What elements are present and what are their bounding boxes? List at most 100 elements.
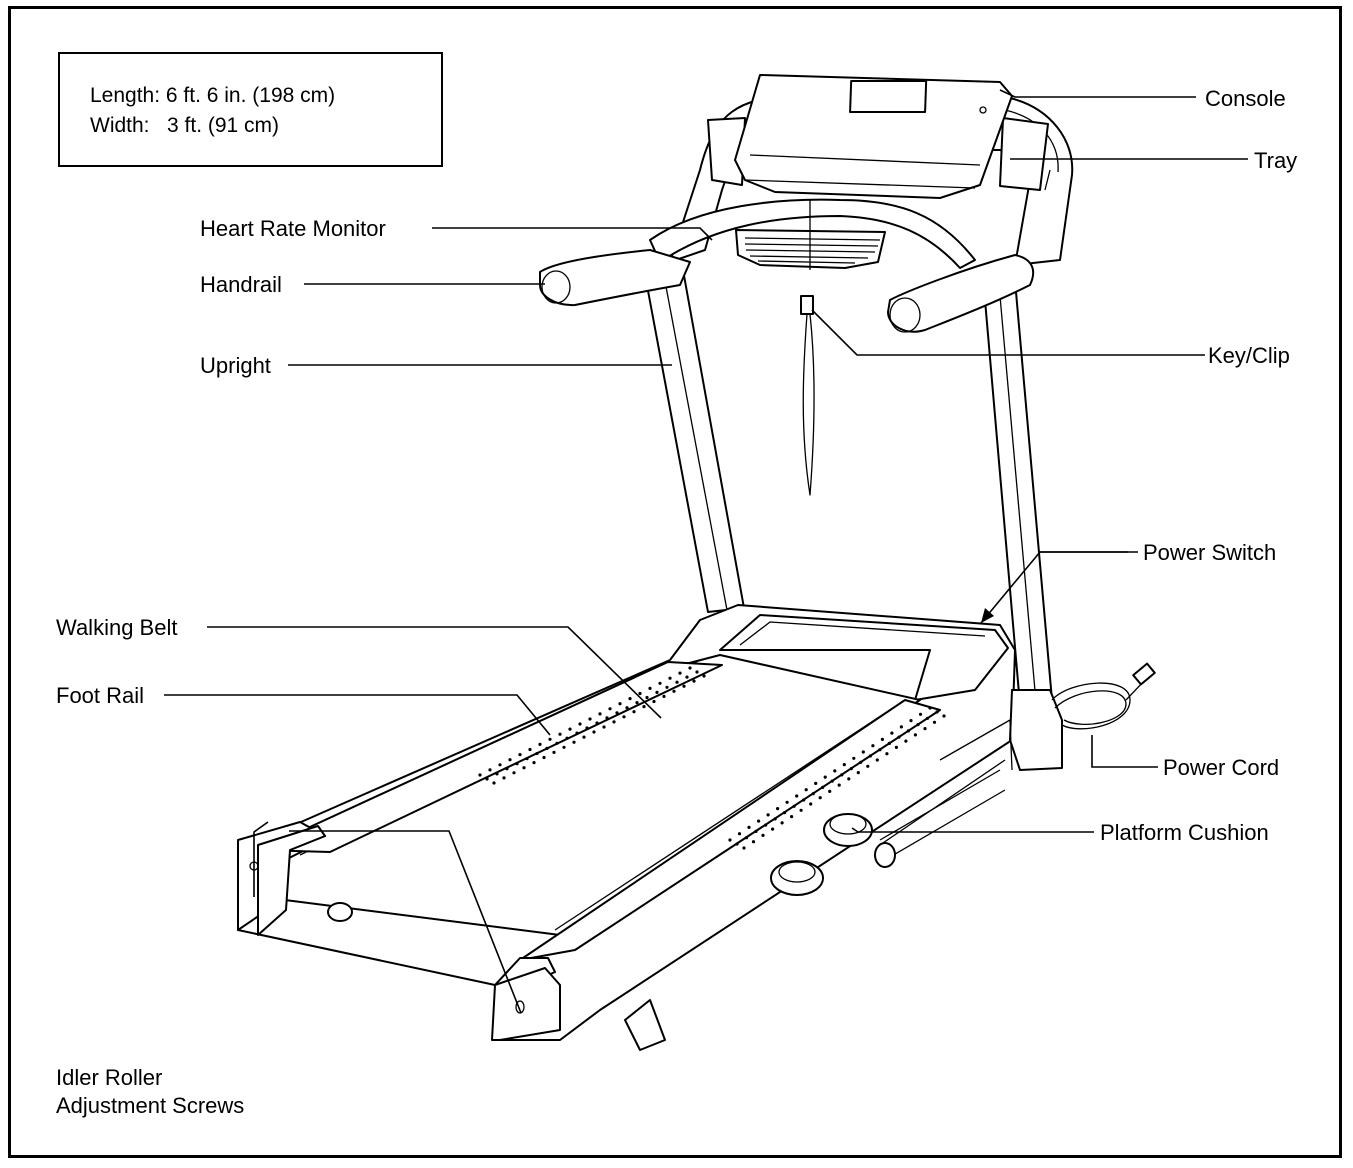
perforation-dot (518, 753, 522, 757)
perforation-dot (595, 721, 599, 725)
perforation-dot (871, 744, 875, 748)
perforation-dot (662, 694, 666, 699)
perforation-dot (809, 802, 813, 806)
perforation-dot (602, 725, 606, 729)
perforation-dot (899, 725, 904, 729)
perforation-dot (849, 767, 853, 771)
undercarriage (874, 689, 1063, 868)
perforation-dot (492, 781, 496, 785)
perforation-dot (512, 771, 516, 775)
perforation-dot (592, 730, 596, 734)
perforation-dot (811, 792, 815, 796)
perforation-dot (628, 697, 632, 701)
perforation-dot (645, 695, 649, 700)
perforation-dot (608, 707, 612, 711)
perforation-dot (575, 731, 579, 735)
perforation-dot (508, 758, 512, 762)
perforation-dot (913, 733, 918, 737)
perforation-dot (538, 742, 542, 747)
perforation-dot (828, 789, 832, 794)
perforation-dot (548, 737, 552, 741)
platform-cushion-front (770, 860, 824, 896)
perforation-dot (773, 817, 777, 821)
perforation-dot (861, 750, 865, 754)
perforation-dot (928, 706, 932, 710)
perforation-dot (897, 735, 901, 739)
perforation-dot (799, 808, 803, 812)
perforation-dot (532, 761, 536, 765)
perforation-dot (562, 745, 566, 749)
label-idler-roller-line1: Idler Roller (56, 1065, 163, 1090)
perforation-dot (648, 686, 652, 691)
console-body (734, 74, 1013, 199)
perforation-dot (665, 685, 669, 689)
perforation-dot (588, 717, 592, 721)
perforation-dot (821, 785, 825, 790)
perforation-dot (555, 741, 559, 745)
label-heart-rate-monitor: Heart Rate Monitor (200, 216, 386, 241)
power-cord (1051, 662, 1156, 730)
perforation-dot (688, 666, 692, 670)
foot-rail-right (519, 699, 941, 961)
perforation-dot (622, 715, 626, 719)
perforation-dot (761, 833, 765, 838)
perforation-dot (488, 768, 492, 772)
perforation-dot (582, 735, 586, 739)
perforation-dot (840, 773, 844, 777)
perforation-dot (572, 740, 576, 744)
leader-lines (164, 89, 1248, 1014)
label-handrail: Handrail (200, 272, 282, 297)
perforation-dot (744, 836, 749, 840)
foot-rail-left (259, 661, 723, 853)
label-walking-belt: Walking Belt (56, 615, 178, 640)
label-platform-cushion: Platform Cushion (1100, 820, 1269, 845)
perforation-dot (522, 766, 526, 770)
perforation-dot (525, 757, 529, 761)
perforation-dot (792, 804, 796, 808)
perforation-dot (737, 832, 742, 836)
perforation-dot (776, 807, 780, 811)
perforation-dot (875, 758, 879, 762)
perforation-dot (890, 731, 894, 735)
perforation-dot (771, 827, 775, 831)
perforation-dot (652, 699, 656, 704)
perforation-dot (894, 745, 899, 750)
perforation-dot (658, 681, 662, 685)
perforation-dot (814, 781, 818, 786)
perforation-dot (785, 800, 789, 804)
perforation-dot (830, 779, 834, 783)
perforation-dot (804, 788, 808, 792)
label-power-switch: Power Switch (1143, 540, 1277, 565)
perforation-dot (655, 690, 659, 695)
foot-rail-left-perforations (478, 666, 706, 785)
perforation-dot (747, 825, 751, 830)
foot-rail-right-perforations (728, 706, 946, 850)
perforation-dot (568, 727, 572, 731)
perforation-dot (528, 747, 532, 752)
perforation-dot (742, 846, 746, 850)
perforation-dot (505, 767, 509, 771)
perforation-dot (618, 702, 622, 706)
perforation-dot (780, 821, 784, 825)
perforation-dot (598, 712, 602, 716)
perforation-dot (642, 705, 646, 709)
perforation-dot (678, 671, 682, 675)
label-tray: Tray (1254, 148, 1298, 173)
perforation-dot (702, 674, 706, 678)
perforation-dot (866, 764, 870, 768)
perforation-dot (668, 676, 672, 680)
perforation-dot (842, 763, 846, 767)
perforation-dot (605, 716, 609, 720)
label-power-cord: Power Cord (1163, 755, 1280, 780)
perforation-dot (923, 727, 927, 731)
perforation-dot (880, 737, 885, 742)
perforation-dot (635, 701, 639, 705)
perforation-dot (552, 750, 556, 755)
handgrip-right (887, 254, 1035, 333)
perforation-dot (498, 763, 502, 767)
perforation-dot (585, 726, 589, 730)
perforation-dot (672, 689, 676, 693)
perforation-dot (942, 714, 946, 718)
perforation-dot (735, 842, 739, 846)
perforation-dot (757, 819, 761, 823)
